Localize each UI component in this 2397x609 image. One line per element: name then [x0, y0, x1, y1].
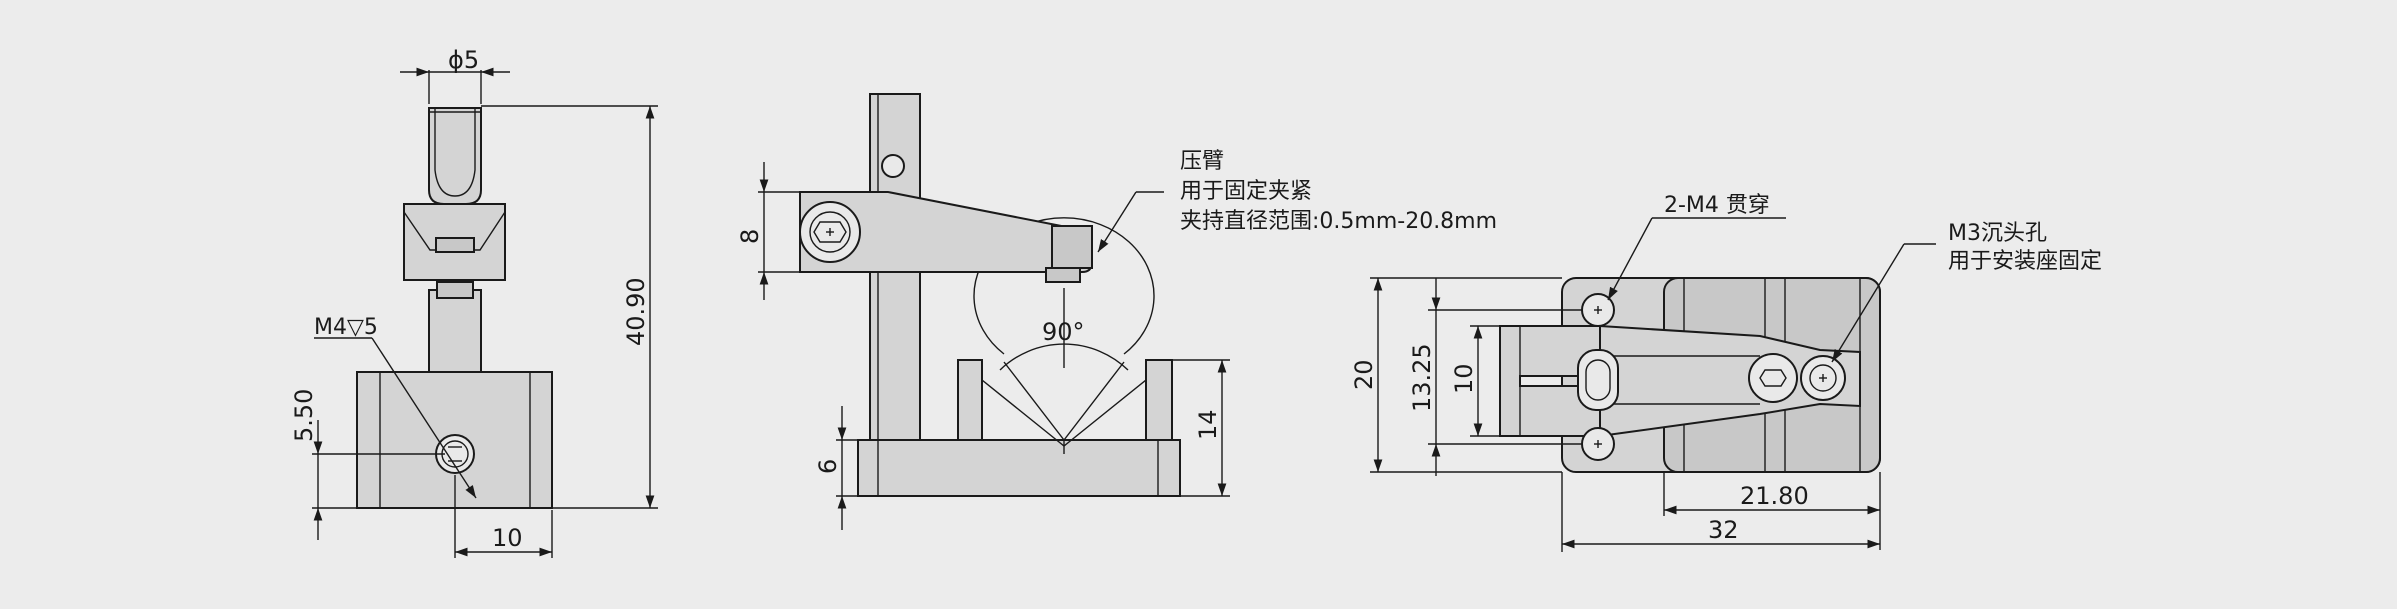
dim-hole-spacing-13-25: 13.25	[1408, 343, 1436, 412]
arm-note-line1: 用于固定夹紧	[1180, 179, 1312, 204]
arm-note-title: 压臂	[1180, 149, 1224, 174]
front-upper-shaft	[428, 107, 482, 205]
dim-diameter-5: ϕ5	[448, 46, 479, 74]
dim-block-14: 14	[1194, 409, 1222, 440]
top-clamp-arm	[1599, 324, 1861, 438]
arm-note-line2: 夹持直径范围:0.5mm-20.8mm	[1180, 209, 1497, 234]
top-view: 20 13.25 10 21.80 32 2-M4 贯穿 M3沉头孔 用于安装座…	[1350, 193, 2102, 552]
through-hole-note: 2-M4 贯穿	[1664, 193, 1770, 218]
post-hole	[881, 154, 905, 178]
side-base	[857, 439, 1181, 497]
dim-hole-height-5-50: 5.50	[290, 389, 318, 442]
dim-width-10: 10	[492, 524, 523, 552]
arm-tip-pad	[1045, 267, 1081, 283]
top-pivot-bolt	[1748, 353, 1798, 403]
dim-base-6: 6	[814, 459, 842, 474]
counterbore-note-line2: 用于安装座固定	[1948, 249, 2102, 274]
thread-note-m4: M4▽5	[314, 315, 378, 340]
dim-height-40-90: 40.90	[622, 277, 650, 346]
side-v-block-right	[1145, 359, 1173, 441]
side-v-block-left	[957, 359, 983, 441]
side-view: 90° 8 6 14 压臂 用于固定夹紧 夹持直径范围:0.5mm-20	[736, 93, 1497, 530]
dim-total-20: 20	[1350, 359, 1378, 390]
dim-slot-10: 10	[1450, 363, 1478, 394]
front-rod	[428, 289, 482, 373]
dim-arm-8: 8	[736, 229, 764, 244]
angle-90: 90°	[1042, 318, 1085, 346]
dim-width-32: 32	[1708, 516, 1739, 544]
dim-offset-21-80: 21.80	[1740, 482, 1809, 510]
front-view: ϕ5 40.90 10 5.50 M4▽5	[290, 46, 658, 558]
counterbore-note-line1: M3沉头孔	[1948, 221, 2047, 246]
top-center-bolt	[1577, 349, 1619, 411]
